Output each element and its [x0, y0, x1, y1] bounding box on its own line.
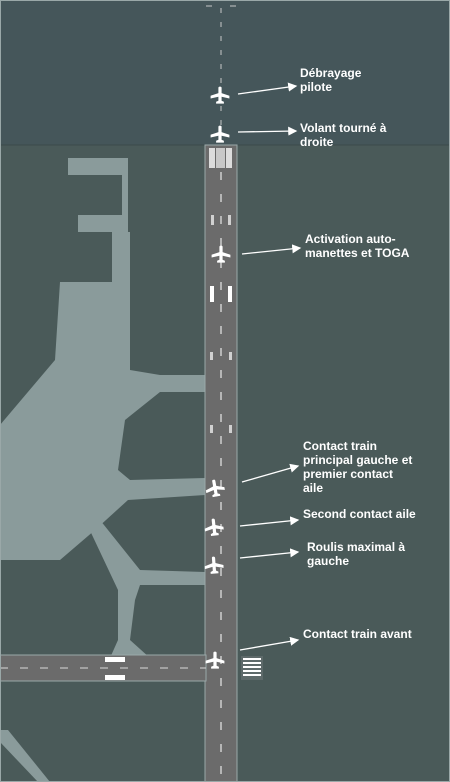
label-volant-tourne: Volant tourné à droite	[300, 121, 386, 149]
arrow-left-icon	[241, 244, 302, 255]
label-line: principal gauche et	[303, 453, 413, 467]
arrow-left-icon	[241, 463, 300, 483]
arrow-left-icon	[239, 516, 300, 527]
label-line: droite	[300, 135, 334, 149]
label-line: Second contact aile	[303, 507, 416, 521]
aircraft-icons	[204, 86, 231, 669]
aircraft-icon	[205, 479, 225, 498]
runway	[204, 144, 238, 782]
aircraft-icon	[210, 86, 230, 104]
aircraft-icon	[211, 245, 231, 263]
label-activation-automanettes: Activation auto- manettes et TOGA	[305, 232, 409, 260]
label-line: Débrayage	[300, 66, 362, 80]
label-line: pilote	[300, 80, 332, 94]
arrow-left-icon	[239, 636, 300, 651]
annotation-arrows	[237, 82, 302, 651]
label-contact-train-avant: Contact train avant	[303, 627, 412, 641]
label-line: Contact train	[303, 439, 378, 453]
label-debrayage-pilote: Débrayage pilote	[300, 66, 361, 94]
crossing-taxiway	[0, 654, 263, 682]
label-roulis-maximal: Roulis maximal à gauche	[307, 540, 405, 568]
label-line: aile	[303, 481, 324, 495]
aircraft-icon	[204, 556, 224, 574]
arrow-left-icon	[237, 82, 298, 95]
label-line: gauche	[307, 554, 350, 568]
label-contact-train-principal: Contact train principal gauche et premie…	[303, 439, 412, 495]
aircraft-icon	[210, 125, 230, 143]
label-line: Roulis maximal à	[307, 540, 406, 554]
label-line: Contact train avant	[303, 627, 412, 641]
aircraft-icon	[205, 651, 225, 669]
label-line: Activation auto-	[305, 232, 396, 246]
aircraft-icon	[204, 518, 224, 536]
label-second-contact-aile: Second contact aile	[303, 507, 416, 521]
label-line: manettes et TOGA	[305, 246, 410, 260]
approach-centerline	[206, 5, 236, 145]
label-line: Volant tourné à	[300, 121, 387, 135]
arrow-left-icon	[239, 548, 300, 559]
label-line: premier contact	[303, 467, 394, 481]
apron-areas	[0, 158, 205, 782]
ground-upper-band	[0, 0, 450, 145]
arrow-left-icon	[237, 126, 298, 136]
